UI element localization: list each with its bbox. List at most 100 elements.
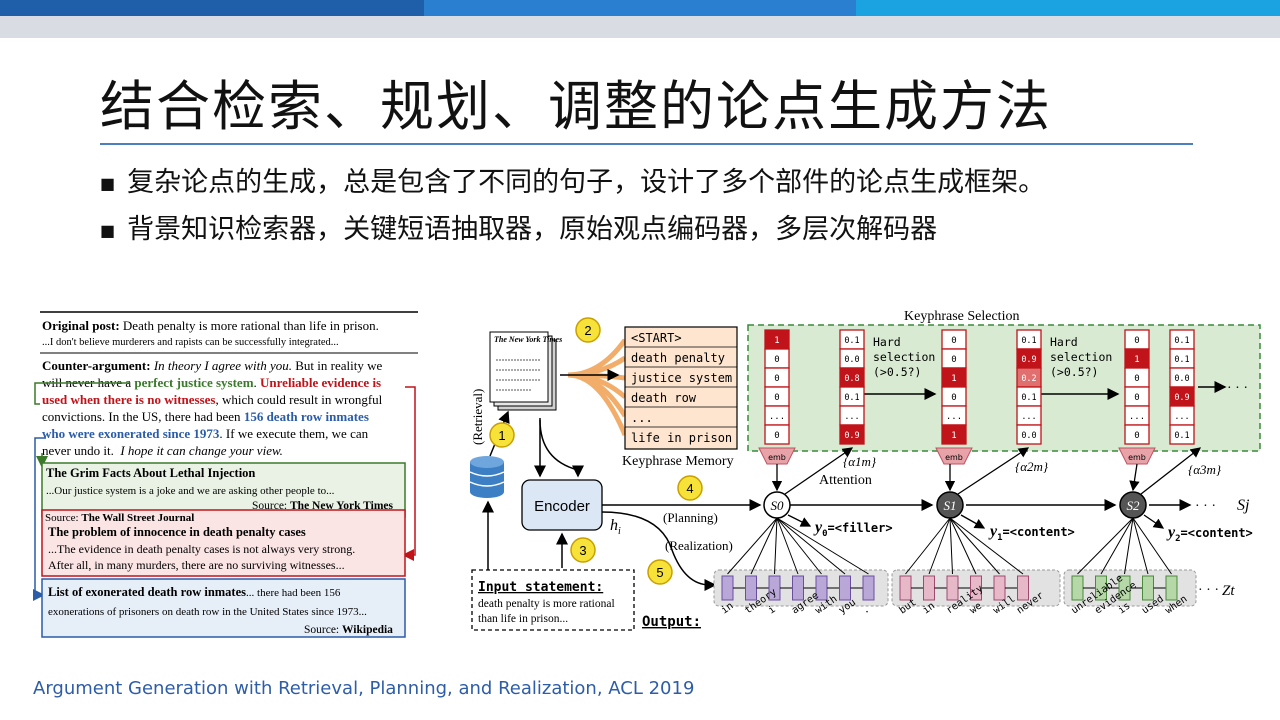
token-cell bbox=[1071, 575, 1084, 601]
memory-item: ... bbox=[631, 411, 653, 425]
encoder-label: Encoder bbox=[534, 498, 590, 515]
retrieval-label: (Retrieval) bbox=[470, 389, 485, 445]
attention-value: 0.1 bbox=[844, 393, 859, 403]
top-bar-segment-2 bbox=[424, 0, 856, 16]
sj-label: Sj bbox=[1237, 497, 1250, 514]
token-cell bbox=[1017, 575, 1029, 601]
wiki-body2: exonerations of prisoners on death row i… bbox=[48, 606, 367, 618]
slide-title: 结合检索、规划、调整的论点生成方法 bbox=[100, 75, 1052, 138]
counter-arg-line6: never undo it. I hope it can change your… bbox=[42, 443, 283, 458]
wiki-source: Source: Wikipedia bbox=[304, 624, 393, 636]
state-s2-label: S2 bbox=[1127, 498, 1141, 513]
memory-links bbox=[567, 338, 628, 436]
attention-value: ... bbox=[1021, 412, 1036, 422]
selection-value: ... bbox=[946, 412, 962, 422]
counter-arg-line1: Counter-argument: In theory I agree with… bbox=[42, 358, 382, 373]
attention-arrow bbox=[1140, 447, 1202, 495]
state-to-token bbox=[1077, 517, 1134, 575]
token-cell bbox=[721, 575, 734, 601]
hidden-state-label: hi bbox=[610, 517, 621, 537]
alpha-label-1: {α1m} bbox=[843, 454, 877, 469]
attention-value: ... bbox=[844, 412, 859, 422]
counter-arg-line4: convictions. In the US, there had been 1… bbox=[42, 409, 369, 424]
token-cell bbox=[862, 575, 875, 601]
state-to-token bbox=[949, 517, 977, 575]
selection-value: 0 bbox=[951, 393, 956, 403]
emb-to-state bbox=[1129, 463, 1140, 492]
token-cell bbox=[1165, 575, 1178, 601]
counter-arg-line5: who were exonerated since 1973. If we ex… bbox=[42, 426, 369, 441]
selection-value: 0 bbox=[774, 431, 779, 441]
doc-title: The New York Times bbox=[494, 335, 562, 344]
argument-example-figure: Original post: Death penalty is more rat… bbox=[33, 311, 418, 638]
step-1: 1 bbox=[498, 428, 505, 443]
selection-value: 0 bbox=[1134, 393, 1139, 403]
emb-block bbox=[935, 447, 973, 465]
emb-block bbox=[758, 447, 796, 465]
state-s0-label: S0 bbox=[771, 498, 785, 513]
bullet-marker: ■ bbox=[100, 173, 116, 193]
svg-text:Hard: Hard bbox=[1050, 335, 1078, 349]
state-to-token bbox=[1132, 517, 1149, 575]
memory-item: <START> bbox=[631, 331, 682, 345]
state-to-token bbox=[905, 517, 951, 575]
attention-value: 0.1 bbox=[1174, 431, 1189, 441]
wsj-body1: ...The evidence in death penalty cases i… bbox=[48, 542, 355, 556]
attention-value: 0.1 bbox=[1021, 336, 1036, 346]
bullet-1: ■复杂论点的生成，总是包含了不同的句子，设计了多个部件的论点生成框架。 bbox=[100, 165, 1045, 202]
counter-arg-line3: used when there is no witnesses, which c… bbox=[42, 392, 383, 407]
output-word: i bbox=[766, 604, 777, 616]
keyphrase-memory: <START> death penalty justice system dea… bbox=[624, 326, 738, 450]
selection-value: 0 bbox=[1134, 431, 1139, 441]
memory-item: justice system bbox=[631, 371, 732, 385]
hard-selection-label-1: Hard selection (>0.5?) bbox=[873, 335, 935, 379]
emb-label: emb bbox=[1128, 453, 1146, 462]
svg-text:Hard: Hard bbox=[873, 335, 901, 349]
selection-ellipsis: · · · bbox=[1227, 381, 1248, 396]
selection-value: 0 bbox=[1134, 374, 1139, 384]
selection-value: 0 bbox=[774, 393, 779, 403]
wsj-title: The problem of innocence in death penalt… bbox=[48, 525, 306, 539]
state-to-token bbox=[928, 517, 951, 575]
svg-text:selection: selection bbox=[1050, 350, 1112, 364]
state-to-token bbox=[774, 517, 778, 575]
token-cell bbox=[745, 575, 757, 601]
zt-label: Zt bbox=[1222, 583, 1235, 599]
memory-item: death penalty bbox=[631, 351, 725, 365]
selection-value: 0 bbox=[951, 355, 956, 365]
attention-value: 0.0 bbox=[1174, 374, 1189, 384]
output-label: Output: bbox=[642, 614, 701, 630]
alpha-label-2: {α2m} bbox=[1015, 459, 1049, 474]
state-to-token bbox=[776, 517, 822, 575]
selection-value: ... bbox=[1129, 412, 1145, 422]
attention-value: 0.8 bbox=[844, 374, 859, 384]
step-3: 3 bbox=[579, 543, 586, 558]
selection-value: 0 bbox=[774, 374, 779, 384]
step-2: 2 bbox=[584, 323, 591, 338]
state-to-token bbox=[776, 517, 869, 575]
y0-label: y0=<filler> bbox=[813, 519, 893, 539]
nyt-body: ...Our justice system is a joke and we a… bbox=[46, 485, 335, 497]
selection-value: 0 bbox=[951, 336, 956, 346]
selection-cell bbox=[764, 424, 790, 445]
wsj-source: Source: The Wall Street Journal bbox=[45, 512, 194, 524]
selection-cell bbox=[941, 424, 967, 445]
attention-cell bbox=[839, 424, 865, 445]
nyt-title: The Grim Facts About Lethal Injection bbox=[46, 466, 255, 480]
attention-value: 0.9 bbox=[844, 431, 859, 441]
token-cell bbox=[792, 575, 804, 601]
state-to-token bbox=[949, 517, 1000, 575]
selection-value: 0 bbox=[774, 355, 779, 365]
input-statement-box bbox=[471, 569, 635, 631]
keyphrase-selection-label: Keyphrase Selection bbox=[904, 309, 1019, 324]
selection-value: 0 bbox=[1134, 336, 1139, 346]
state-s1-label: S1 bbox=[944, 498, 957, 513]
retrieved-documents: The New York Times bbox=[489, 331, 562, 411]
keyphrase-memory-label: Keyphrase Memory bbox=[622, 454, 734, 469]
citation: Argument Generation with Retrieval, Plan… bbox=[33, 678, 695, 699]
attention-value: 0.9 bbox=[1021, 355, 1036, 365]
bullet-2-text: 背景知识检索器，关键短语抽取器，原始观点编码器，多层次解码器 bbox=[127, 214, 938, 245]
attention-cell bbox=[1016, 424, 1042, 445]
memory-item: death row bbox=[631, 391, 697, 405]
